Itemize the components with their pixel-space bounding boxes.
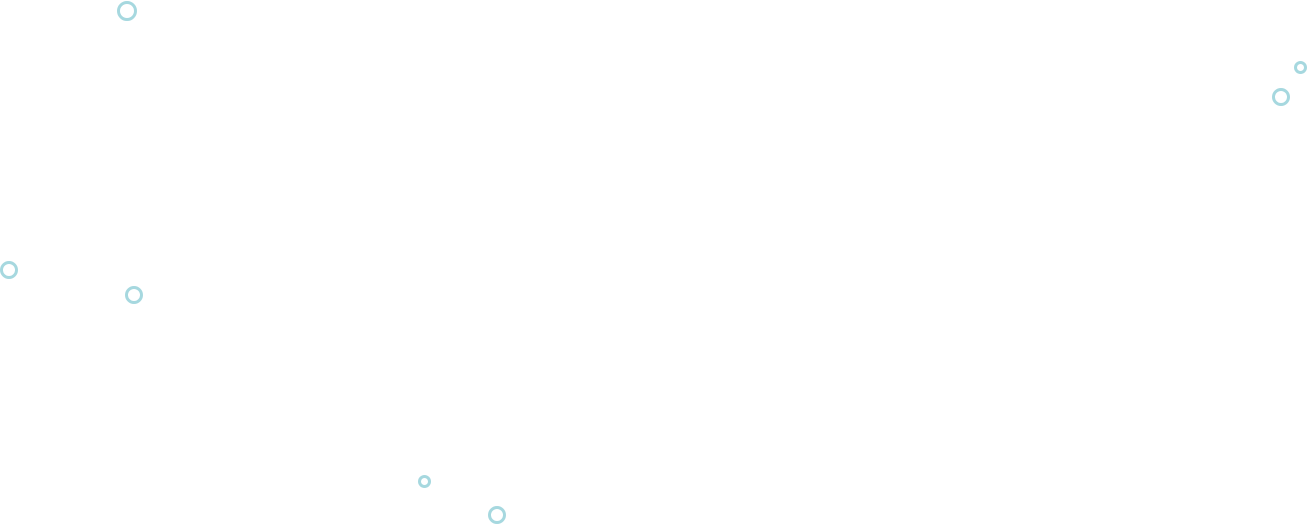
decorative-ring-left-edge-icon [0,261,18,279]
decorative-ring-top-right-small-icon [1294,61,1307,74]
decorative-ring-bottom-icon [488,506,506,524]
decorative-ring-left-icon [125,286,143,304]
decorative-ring-top-left-icon [117,1,137,21]
decorative-ring-bottom-small-icon [418,475,431,488]
decorative-ring-top-right-icon [1272,88,1290,106]
